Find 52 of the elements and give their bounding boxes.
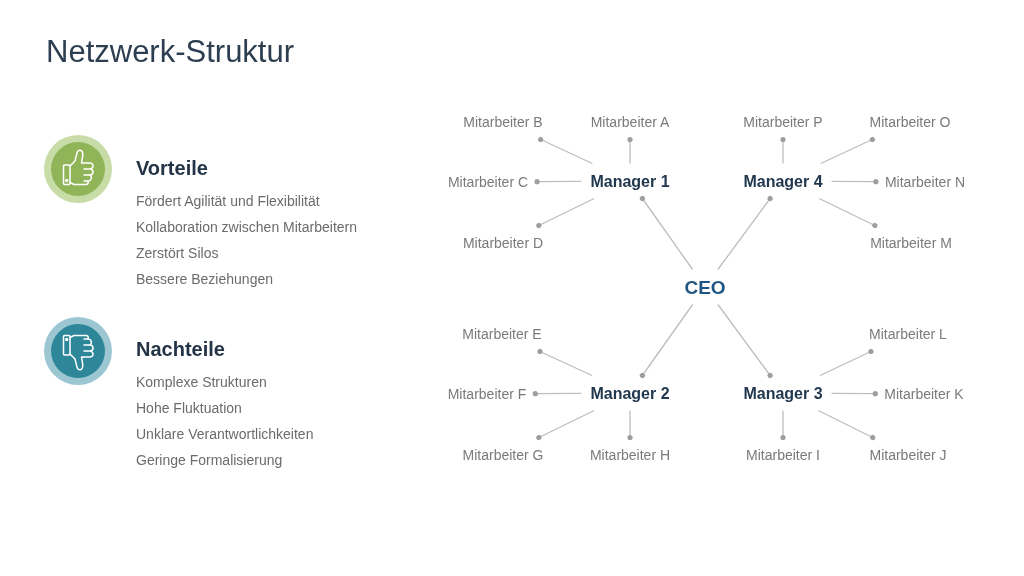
- connector-line: [780, 136, 786, 165]
- connector-line: [830, 179, 879, 185]
- connector-line: [627, 409, 633, 441]
- connector-line: [536, 409, 595, 441]
- list-item: Fördert Agilität und Flexibilität: [136, 192, 320, 210]
- manager-label: Manager 3: [743, 384, 823, 402]
- manager-label: Manager 1: [590, 172, 670, 190]
- connector-line: [780, 409, 786, 441]
- connector-line: [532, 391, 583, 397]
- list-item: Komplexe Strukturen: [136, 373, 267, 391]
- section-heading: Vorteile: [136, 156, 208, 180]
- connector-line: [537, 348, 593, 377]
- employee-label: Mitarbeiter G: [462, 446, 544, 464]
- employee-label: Mitarbeiter F: [447, 385, 527, 403]
- employee-label: Mitarbeiter C: [447, 173, 529, 191]
- connector-line: [538, 136, 593, 165]
- list-item: Bessere Beziehungen: [136, 270, 273, 288]
- connector-line: [818, 197, 878, 229]
- manager-label: Manager 2: [590, 384, 670, 402]
- employee-label: Mitarbeiter M: [870, 234, 952, 252]
- employee-label: Mitarbeiter L: [869, 325, 947, 343]
- employee-label: Mitarbeiter A: [590, 113, 670, 131]
- employee-label: Mitarbeiter D: [462, 234, 544, 252]
- connector-line: [536, 197, 595, 229]
- employee-label: Mitarbeiter H: [589, 446, 671, 464]
- connector-line: [819, 348, 874, 377]
- list-item: Hohe Fluktuation: [136, 399, 242, 417]
- connector-line: [820, 136, 875, 165]
- employee-label: Mitarbeiter O: [869, 113, 951, 131]
- employee-label: Mitarbeiter J: [869, 446, 947, 464]
- connector-line: [627, 136, 633, 165]
- slide-title: Netzwerk-Struktur: [46, 34, 295, 70]
- list-item: Zerstört Silos: [136, 244, 219, 262]
- ceo-label: CEO: [684, 278, 726, 296]
- list-item: Kollaboration zwischen Mitarbeitern: [136, 218, 357, 236]
- employee-label: Mitarbeiter P: [743, 113, 823, 131]
- employee-label: Mitarbeiter K: [884, 385, 964, 403]
- employee-label: Mitarbeiter B: [463, 113, 543, 131]
- connector-line: [717, 303, 773, 379]
- employee-label: Mitarbeiter N: [884, 173, 966, 191]
- employee-label: Mitarbeiter E: [462, 325, 542, 343]
- connector-line: [830, 391, 878, 397]
- connector-line: [717, 195, 773, 271]
- list-item: Unklare Verantwortlichkeiten: [136, 425, 314, 443]
- connector-line: [534, 179, 583, 185]
- manager-label: Manager 4: [743, 172, 823, 190]
- section-heading: Nachteile: [136, 337, 225, 361]
- connector-line: [639, 303, 694, 379]
- list-item: Geringe Formalisierung: [136, 451, 283, 469]
- connector-line: [817, 409, 876, 441]
- employee-label: Mitarbeiter I: [746, 446, 820, 464]
- connector-line: [639, 195, 694, 271]
